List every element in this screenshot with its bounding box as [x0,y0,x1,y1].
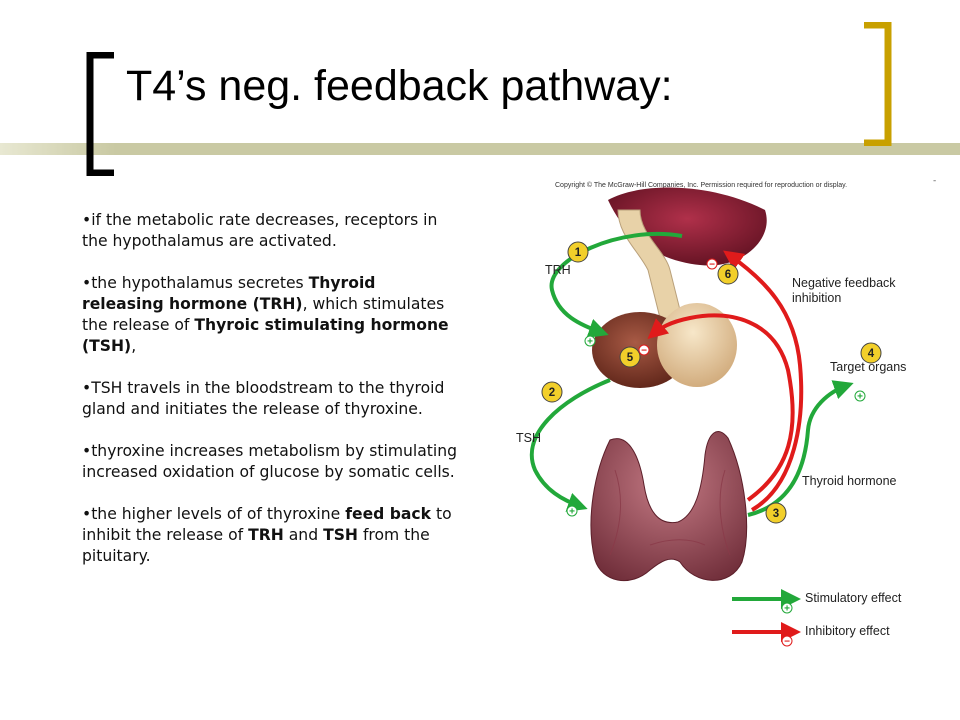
bullet-text: •if the metabolic rate decreases, recept… [82,211,438,250]
bullet-text: and [283,526,324,544]
legend-minus-marker: − [781,635,793,648]
bullet-bold-text: Thyroic stimulating hormone (TSH) [82,316,449,355]
bullet-text: , which stimulates the release of [82,295,445,334]
bullet-item: •if the metabolic rate decreases, recept… [82,210,462,252]
bullet-text: •thyroxine increases metabolism by stimu… [82,442,458,481]
svg-text:+: + [857,392,863,403]
negative-feedback-label-line1: Negative feedback [792,276,896,290]
thyroid-gland [590,431,748,581]
step-5-badge: 5 [619,346,641,368]
step-4-badge: 4 [860,342,882,364]
legend: + Stimulatory effect − Inhibitory effect [732,589,902,648]
bullet-bold-text: TSH [323,526,358,544]
plus-marker-pituitary: + [584,335,596,348]
tsh-arrow [529,378,611,512]
svg-text:−: − [784,637,790,648]
step-5-label: 5 [627,352,634,364]
step-2-label: 2 [549,387,555,399]
bullet-list: •if the metabolic rate decreases, recept… [82,210,462,588]
step-3-badge: 3 [765,502,787,524]
bullet-text: from the pituitary. [82,526,430,565]
bullet-item: •the higher levels of of thyroxine feed … [82,504,462,567]
thyroid-hormone-label: Thyroid hormone [802,474,897,488]
bullet-bold-text: Thyroid releasing hormone (TRH) [82,274,376,313]
tsh-label: TSH [516,431,541,445]
plus-marker-thyroid: + [566,505,578,518]
svg-text:+: + [587,337,593,348]
step-1-label: 1 [575,247,582,259]
legend-inhibitory-label: Inhibitory effect [805,624,890,638]
posterior-pituitary [657,303,737,387]
minus-marker-hypothalamus: − [706,258,718,271]
legend-stimulatory-label: Stimulatory effect [805,591,902,605]
inhibit-pituitary-arrow [647,313,795,502]
bullet-text: to inhibit the release of [82,505,452,544]
plus-marker-target: + [854,390,866,403]
minus-marker-pituitary: − [638,344,650,357]
right-bracket [864,22,892,146]
legend-plus-marker: + [781,602,793,615]
negative-feedback-label-line2: inhibition [792,291,841,305]
trh-arrow [549,231,683,338]
step-2-badge: 2 [541,381,563,403]
bullet-item: •thyroxine increases metabolism by stimu… [82,441,462,483]
bullet-bold-text: TRH [248,526,284,544]
bullet-text: •TSH travels in the bloodstream to the t… [82,379,445,418]
step-1-badge: 1 [567,241,589,263]
bullet-item: •the hypothalamus secretes Thyroid relea… [82,273,462,357]
inhibit-hypothalamus-arrow [723,250,804,512]
copyright-notice: Copyright © The McGraw-Hill Companies, I… [555,182,848,189]
thyroid-hormone-to-target-arrow [747,380,854,517]
bullet-text: , [131,337,137,355]
bullet-item: •TSH travels in the bloodstream to the t… [82,378,462,420]
target-organs-label: Target organs [830,360,906,374]
bullet-text: •the higher levels of of thyroxine [82,505,346,523]
corner-mark: - [933,176,937,186]
step-4-label: 4 [868,348,875,360]
svg-text:−: − [709,260,715,271]
step-6-badge: 6 [717,263,739,285]
feedback-diagram: 1 2 3 4 5 6 + + + − − TRH TSH Negative f… [516,187,906,648]
step-6-label: 6 [725,269,731,281]
title-underline-band [0,143,960,155]
svg-text:+: + [784,604,790,615]
svg-text:+: + [569,507,575,518]
svg-text:−: − [641,346,647,357]
trh-label: TRH [545,263,571,277]
bullet-text: •the hypothalamus secretes [82,274,309,292]
slide-title: T4’s neg. feedback pathway: [126,62,673,110]
bullet-bold-text: feed back [345,505,432,523]
left-bracket [86,52,114,176]
step-3-label: 3 [773,508,779,520]
